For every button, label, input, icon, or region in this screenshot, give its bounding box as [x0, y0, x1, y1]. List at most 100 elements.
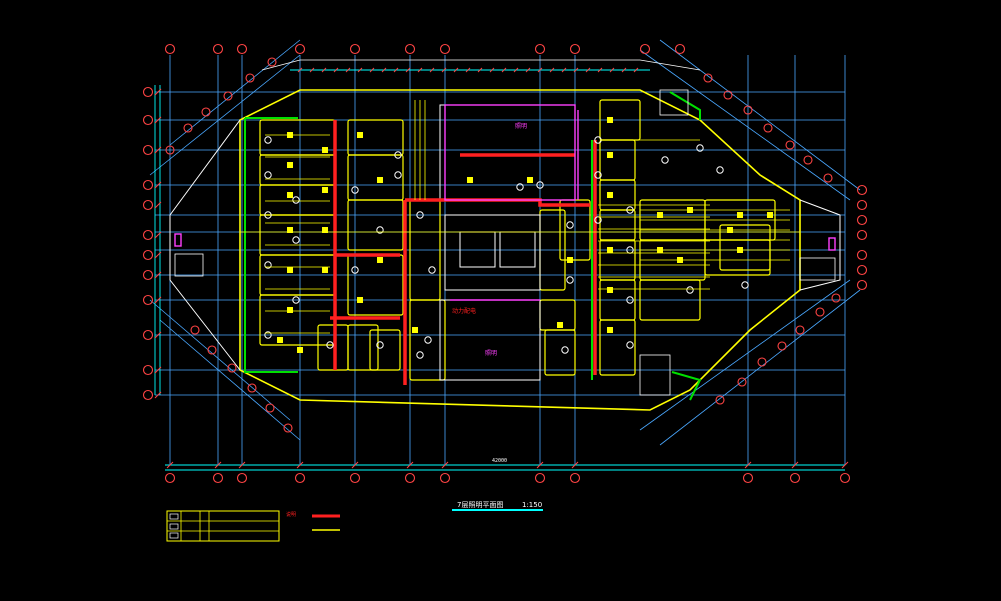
dimension-tick [744, 461, 752, 469]
panel-symbol [377, 257, 383, 263]
axis-bubble [763, 123, 773, 133]
legend-table: 说明 [166, 510, 340, 542]
room-wall [719, 224, 771, 271]
light-fixture [292, 236, 300, 244]
panel-symbol [357, 297, 363, 303]
panel-symbol [767, 212, 773, 218]
axis-bubble [534, 472, 546, 484]
light-fixture [626, 206, 634, 214]
axis-bubble [737, 377, 747, 387]
axis-bubble [142, 364, 154, 376]
panel-symbol [657, 212, 663, 218]
axis-bubble [674, 43, 686, 55]
dimension-tick [633, 67, 639, 73]
dimension-tick [369, 67, 375, 73]
axis-bubble [815, 307, 825, 317]
light-fixture [428, 266, 436, 274]
axis-bubble [207, 345, 217, 355]
axis-bubble [404, 472, 416, 484]
panel-symbol [607, 287, 613, 293]
light-fixture [264, 331, 272, 339]
axis-bubble [142, 229, 154, 241]
light-fixture [264, 136, 272, 144]
light-fixture [696, 144, 704, 152]
dimension-tick [154, 201, 162, 209]
panel-symbol [527, 177, 533, 183]
dimension-tick [154, 116, 162, 124]
axis-bubble [265, 403, 275, 413]
dimension-tick [154, 331, 162, 339]
light-fixture [376, 341, 384, 349]
dimension-tick [296, 461, 304, 469]
axis-bubble [795, 325, 805, 335]
axis-bubble [789, 472, 801, 484]
dimension-tick [537, 67, 543, 73]
dimension-tick [154, 181, 162, 189]
axis-bubble [856, 199, 868, 211]
drawing-title-text: 7层照明平面图 [457, 501, 503, 509]
dimension-tick [597, 67, 603, 73]
red-tag: 动力配电 [452, 307, 476, 315]
axis-bubble [142, 269, 154, 281]
axis-bubble [142, 329, 154, 341]
drawing-title: 7层照明平面图 1:150 [452, 501, 543, 511]
axis-bubble [439, 472, 451, 484]
panel-symbol [377, 177, 383, 183]
dimension-tick [405, 67, 411, 73]
dimension-tick [561, 67, 567, 73]
magenta-walls [174, 104, 836, 301]
axis-bubble [183, 123, 193, 133]
dimension-tick [453, 67, 459, 73]
panel-symbol [607, 327, 613, 333]
light-fixture [626, 296, 634, 304]
axis-bubble [164, 472, 176, 484]
light-fixture [394, 171, 402, 179]
panel-symbol [287, 307, 293, 313]
light-fixture [741, 281, 749, 289]
panel-symbol [322, 147, 328, 153]
light-fixture [416, 351, 424, 359]
axis-bubble [785, 140, 795, 150]
room-wall [347, 199, 404, 251]
axis-bubble [723, 90, 733, 100]
axis-bubble [349, 472, 361, 484]
light-fixture [561, 346, 569, 354]
light-fixture [264, 261, 272, 269]
dimension-total: 42000 [492, 458, 507, 464]
light-fixture [264, 171, 272, 179]
light-fixture [536, 181, 544, 189]
axis-bubble [534, 43, 546, 55]
light-fixture [661, 156, 669, 164]
room-wall [639, 279, 701, 321]
axis-bubble [142, 294, 154, 306]
dimension-tick [489, 67, 495, 73]
axis-bubble [294, 43, 306, 55]
panel-symbol [607, 152, 613, 158]
dimension-tick [154, 88, 162, 96]
axis-bubble [165, 145, 175, 155]
dimension-tick [154, 146, 162, 154]
axis-bubble [856, 279, 868, 291]
axis-bubble [757, 357, 767, 367]
dimension-tick [465, 67, 471, 73]
room-wall [369, 329, 401, 371]
axis-bubble [164, 43, 176, 55]
curtain-wall [244, 91, 702, 401]
light-fixture [566, 221, 574, 229]
axis-bubble [212, 43, 224, 55]
axis-bubble [404, 43, 416, 55]
axis-bubbles [142, 43, 868, 484]
lighting-circuits [240, 100, 800, 334]
dimension-tick [154, 231, 162, 239]
panel-symbol [607, 247, 613, 253]
light-fixture [264, 211, 272, 219]
dimension-tick [321, 67, 327, 73]
axis-bubble [839, 472, 851, 484]
dimension-tick [501, 67, 507, 73]
axis-bubble [236, 43, 248, 55]
light-fixture [416, 211, 424, 219]
dimension-lines [154, 69, 845, 471]
legend-note: 说明 [286, 511, 296, 518]
axis-bubble [703, 73, 713, 83]
axis-bubble [856, 249, 868, 261]
